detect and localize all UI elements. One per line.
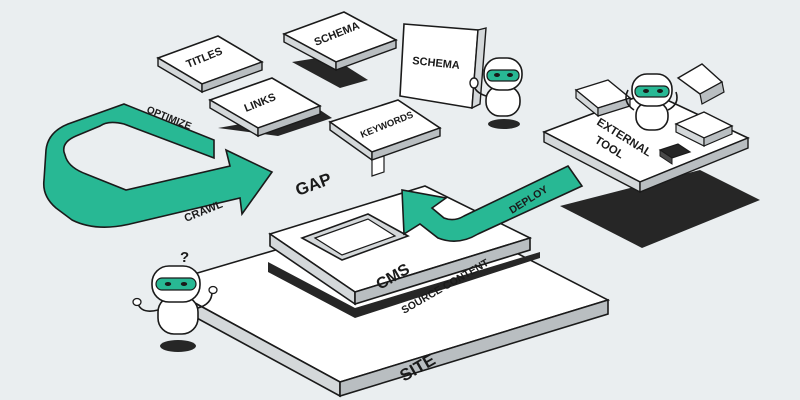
schema-card-held: SCHEMA [399,23,487,110]
tool-block-top [676,63,725,105]
robot-icon [132,265,218,335]
keywords-card: KEYWORDS [328,99,442,177]
gap-wall: GAP [293,169,334,199]
robot-thinking [625,73,678,131]
tool-block-right [674,111,734,147]
schema-card-label: SCHEMA [412,55,461,72]
tool-block-small [658,143,692,165]
robot-icon [469,57,523,117]
robot-confused: ? [132,249,218,352]
robot-holding-sign [469,57,523,129]
external-tool-platform: EXTERNAL TOOL [542,63,760,248]
cms-content-window [300,213,410,261]
links-card: LINKS [208,77,332,138]
robot-icon [625,73,678,131]
titles-card: TITLES [156,35,264,94]
question-mark: ? [180,249,189,266]
schema-top-card: SCHEMA [282,11,398,88]
